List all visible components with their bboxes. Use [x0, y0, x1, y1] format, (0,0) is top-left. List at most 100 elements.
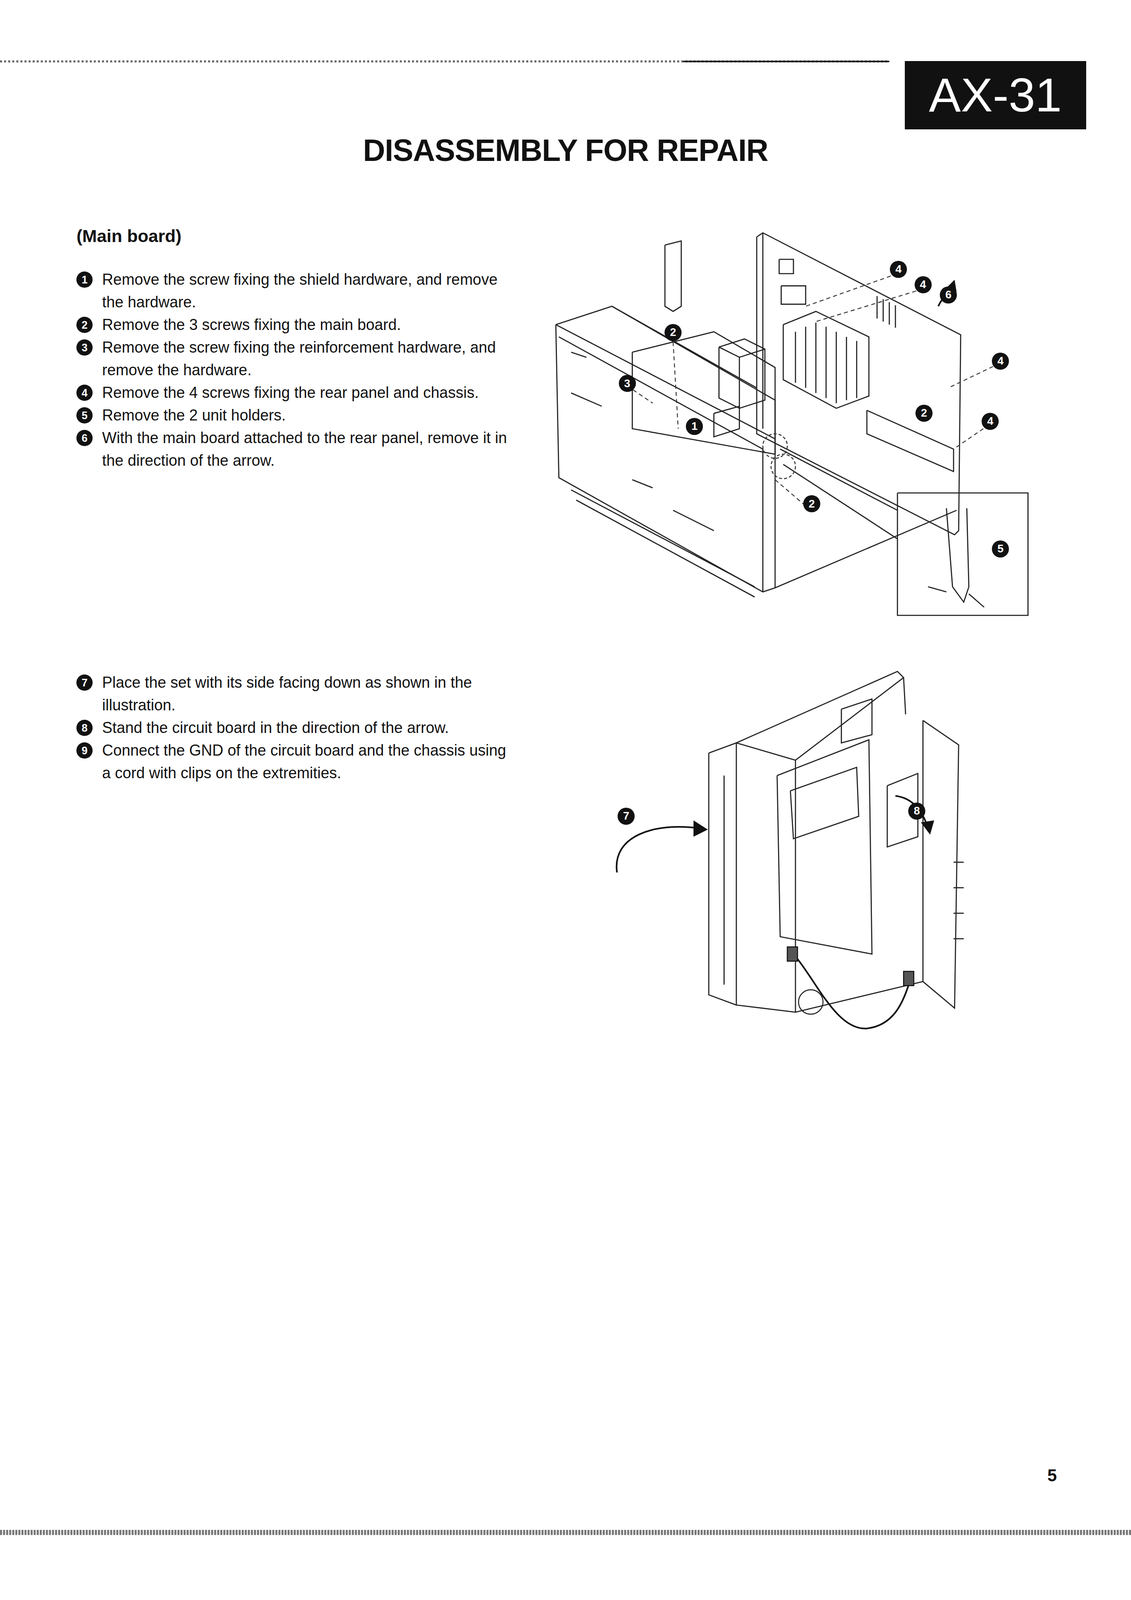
drawing-line	[953, 861, 964, 863]
step-row: 8Stand the circuit board in the directio…	[76, 716, 525, 739]
bottom-rule	[0, 1529, 1131, 1535]
drawing-line	[856, 341, 858, 399]
callout-number: 3	[618, 374, 636, 392]
screw-path	[673, 341, 679, 429]
step-text: Stand the circuit board in the direction…	[102, 716, 514, 739]
drawing-line	[779, 259, 794, 274]
step-number: 1	[76, 271, 93, 288]
drawing-line	[558, 336, 763, 592]
drawing-line	[555, 324, 776, 592]
step-list: 1 Remove the screw fixing the shield hard…	[76, 268, 525, 472]
drawing-line	[923, 720, 960, 1009]
step-text: With the main board attached to the rear…	[102, 426, 514, 472]
drawing-line	[866, 410, 954, 472]
drawing-line	[555, 306, 776, 439]
step-text: Remove the 2 unit holders.	[102, 403, 514, 427]
arrowhead	[693, 820, 708, 837]
step-row: 7 Place the set with its side facing down…	[76, 670, 525, 717]
step-row: 6 With the main board attached to the rea…	[76, 426, 525, 472]
callout-number: 4	[889, 260, 907, 278]
drawing-line	[897, 492, 1029, 616]
drawing-line	[714, 406, 740, 438]
arrow-line	[616, 826, 702, 873]
step-number: 3	[76, 339, 93, 356]
step-number: 6	[76, 429, 93, 446]
callout-number: 4	[981, 412, 999, 430]
page-number: 5	[1047, 1465, 1057, 1485]
drawing-line	[777, 739, 872, 954]
callout-number: 8	[908, 802, 926, 820]
step-row: 1 Remove the screw fixing the shield hard…	[76, 268, 525, 314]
step-text: Place the set with its side facing down …	[102, 670, 514, 717]
step-text: Remove the 3 screws fixing the main boar…	[102, 313, 514, 336]
callout-number: 5	[991, 540, 1009, 558]
callout-number: 1	[685, 417, 703, 435]
step-row: 5 Remove the 2 unit holders.	[76, 403, 525, 427]
drawing-line	[673, 510, 715, 531]
drawing-line	[719, 338, 766, 409]
step-number: 2	[76, 316, 93, 333]
step-text: Remove the screw fixing the shield hardw…	[102, 268, 514, 314]
screw-path	[953, 424, 990, 449]
drawing-line	[738, 357, 741, 409]
drawing-line	[571, 352, 587, 358]
drawing-line	[632, 331, 776, 455]
clip	[903, 970, 914, 986]
callout-number: 2	[664, 323, 682, 342]
drawing-line	[762, 232, 764, 429]
drawing-line	[719, 346, 766, 358]
model-name: AX-31	[929, 71, 1062, 120]
drawing-line	[876, 296, 878, 319]
drawing-line	[882, 299, 884, 322]
screw-path	[805, 273, 898, 307]
arrowhead	[921, 820, 935, 835]
callout-number: 4	[914, 276, 932, 294]
step-number: 4	[76, 384, 93, 401]
step-list: 7 Place the set with its side facing down…	[76, 670, 525, 785]
screw-path	[948, 363, 1000, 388]
step-row: 2 Remove the 3 screws fixing the main boa…	[76, 313, 525, 336]
drawing-line	[815, 322, 817, 394]
step-text: Remove the screw fixing the reinforcemen…	[102, 335, 514, 382]
section-heading: (Main board)	[76, 226, 182, 247]
model-badge: AX-31	[904, 61, 1087, 130]
step-row: 4 Remove the 4 screws fixing the rear pan…	[76, 381, 525, 404]
drawing-line	[708, 742, 737, 1005]
drawing-line	[804, 326, 807, 388]
drawing-line	[825, 326, 827, 398]
drawing-line	[783, 464, 898, 539]
clip	[787, 946, 798, 961]
page-title: DISASSEMBLY FOR REPAIR	[0, 132, 1131, 168]
drawing-line	[953, 912, 964, 914]
step-text: Connect the GND of the circuit board and…	[102, 738, 514, 785]
drawing-line	[781, 285, 806, 305]
drawing-line	[632, 479, 653, 488]
drawing-line	[775, 510, 957, 588]
drawing-line	[968, 593, 985, 607]
drawing-line	[571, 489, 755, 587]
drawing-line	[736, 742, 796, 1012]
step-row: 3 Remove the screw fixing the reinforceme…	[76, 335, 525, 382]
drawing-line	[756, 232, 961, 535]
step-number: 7	[76, 674, 93, 691]
step-text: Remove the 4 screws fixing the rear pane…	[102, 381, 514, 404]
drawing-line	[953, 886, 964, 889]
drawing-line	[888, 302, 890, 325]
top-rule	[683, 60, 890, 63]
drawing-line	[723, 775, 725, 985]
step-number: 5	[76, 407, 93, 424]
drawing-line	[571, 393, 602, 407]
drawing-line	[790, 767, 859, 839]
drawing-line	[795, 331, 797, 383]
step-row: 9Connect the GND of the circuit board an…	[76, 738, 525, 785]
drawing-line	[736, 671, 904, 761]
drawing-line	[927, 586, 947, 592]
drawing-line	[783, 311, 869, 409]
drawing-line	[664, 241, 682, 312]
callout-number: 2	[915, 404, 933, 422]
screw-path	[816, 288, 924, 322]
callout-number: 6	[939, 286, 957, 304]
drawing-line	[946, 508, 969, 603]
callout-number: 2	[803, 495, 821, 513]
